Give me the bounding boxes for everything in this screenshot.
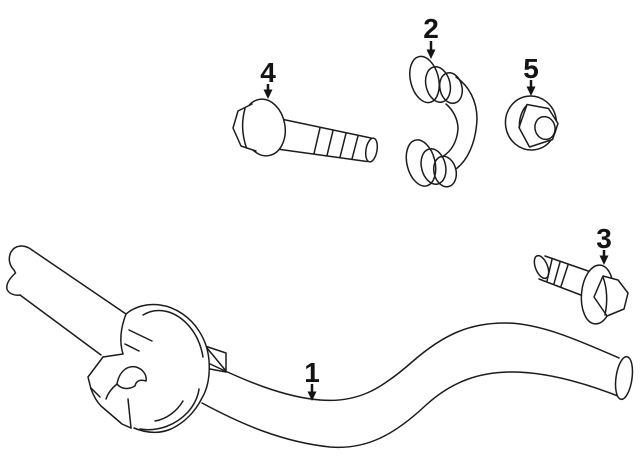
callout-3-arrowhead bbox=[599, 255, 609, 265]
stabilizer-bar-drawing bbox=[6, 245, 634, 449]
callout-5-label: 5 bbox=[523, 53, 539, 84]
flange-bolt-3-drawing bbox=[533, 254, 629, 325]
callout-5-arrowhead bbox=[526, 86, 536, 96]
flange-nut-drawing bbox=[504, 95, 559, 151]
callout-1-arrowhead bbox=[307, 391, 317, 401]
stabilizer-link-drawing bbox=[405, 55, 478, 188]
callout-4-label: 4 bbox=[260, 57, 276, 88]
callout-4-arrowhead bbox=[263, 89, 273, 99]
callout-2-label: 2 bbox=[423, 13, 439, 44]
callouts: 1 2 3 4 5 bbox=[260, 13, 612, 401]
callout-2-arrowhead bbox=[426, 49, 436, 59]
flange-bolt-4-drawing bbox=[232, 98, 379, 163]
callout-1-label: 1 bbox=[304, 357, 320, 388]
callout-3-label: 3 bbox=[596, 223, 612, 254]
